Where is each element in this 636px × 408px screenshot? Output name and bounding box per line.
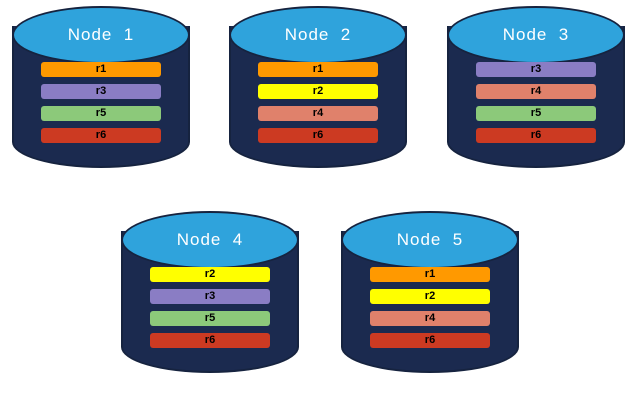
replica-stack: r2 r3 r5 r6	[121, 267, 299, 348]
replica-bar[interactable]: r5	[41, 106, 161, 121]
replica-bar[interactable]: r4	[476, 84, 596, 99]
replica-bar[interactable]: r1	[370, 267, 490, 282]
node-label: Node 2	[284, 25, 352, 44]
replica-bar[interactable]: r2	[370, 289, 490, 304]
replica-bar[interactable]: r5	[476, 106, 596, 121]
replica-bar[interactable]: r3	[476, 62, 596, 77]
node-label: Node 3	[502, 25, 570, 44]
replica-bar[interactable]: r6	[476, 128, 596, 143]
replica-bar[interactable]: r4	[370, 311, 490, 326]
replica-bar[interactable]: r2	[258, 84, 378, 99]
replica-bar[interactable]: r6	[41, 128, 161, 143]
replica-bar[interactable]: r1	[41, 62, 161, 77]
cylinder-top-ellipse	[121, 211, 299, 269]
replica-bar[interactable]: r6	[370, 333, 490, 348]
replica-stack: r1 r2 r4 r6	[229, 62, 407, 143]
replica-stack: r3 r4 r5 r6	[447, 62, 625, 143]
cylinder-top-ellipse	[12, 6, 190, 64]
node-label: Node 1	[67, 25, 135, 44]
replica-bar[interactable]: r3	[150, 289, 270, 304]
replica-stack: r1 r3 r5 r6	[12, 62, 190, 143]
replica-bar[interactable]: r4	[258, 106, 378, 121]
database-node[interactable]: Node 4 r2 r3 r5 r6	[121, 211, 299, 393]
replica-bar[interactable]: r6	[258, 128, 378, 143]
database-node[interactable]: Node 3 r3 r4 r5 r6	[447, 6, 625, 188]
replica-bar[interactable]: r5	[150, 311, 270, 326]
replica-bar[interactable]: r6	[150, 333, 270, 348]
replica-bar[interactable]: r1	[258, 62, 378, 77]
replica-bar[interactable]: r3	[41, 84, 161, 99]
replica-bar[interactable]: r2	[150, 267, 270, 282]
node-label: Node 5	[396, 230, 464, 249]
replica-stack: r1 r2 r4 r6	[341, 267, 519, 348]
database-node[interactable]: Node 2 r1 r2 r4 r6	[229, 6, 407, 188]
database-node[interactable]: Node 1 r1 r3 r5 r6	[12, 6, 190, 188]
database-node[interactable]: Node 5 r1 r2 r4 r6	[341, 211, 519, 393]
node-label: Node 4	[176, 230, 244, 249]
